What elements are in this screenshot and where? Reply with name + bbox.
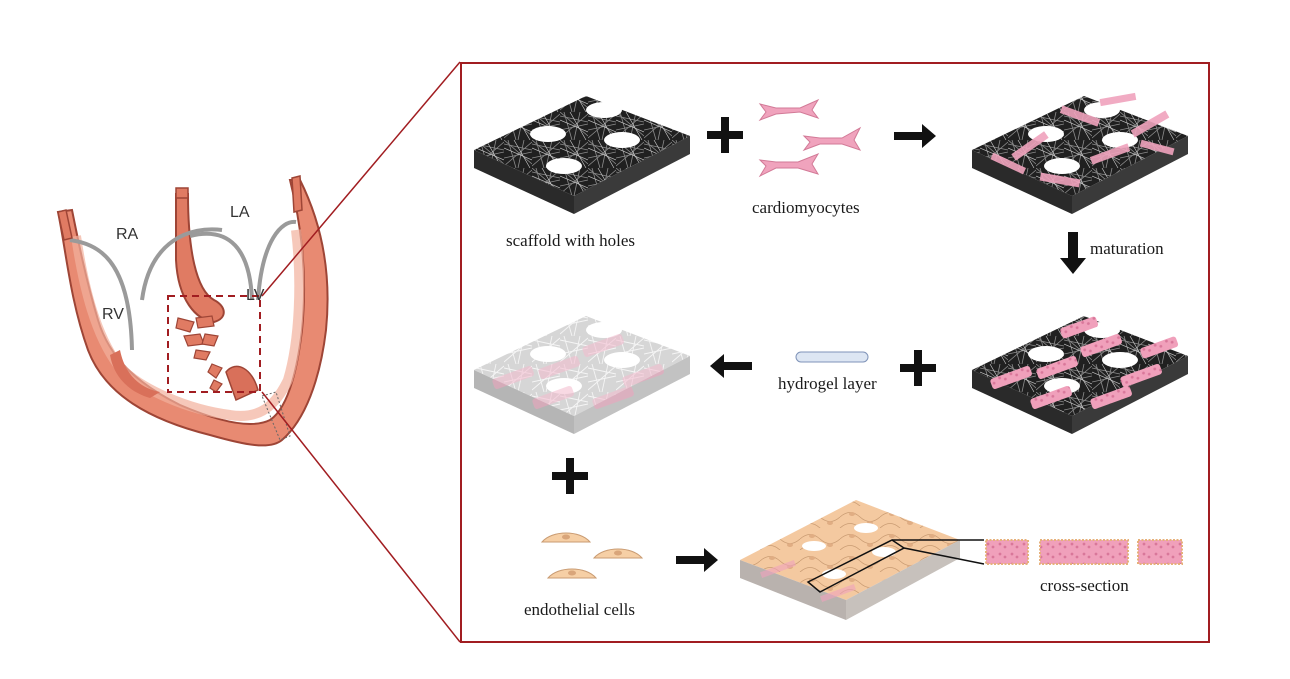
scaffold-with-hydrogel (474, 316, 690, 434)
label-cross-section: cross-section (1040, 576, 1129, 595)
zoom-line-bottom (261, 391, 461, 643)
zoom-line-top (261, 61, 461, 297)
cardiomyocyte-cells (758, 98, 862, 178)
scaffold-matured (972, 316, 1188, 434)
heart-illustration (56, 175, 329, 447)
process-panel-frame (460, 62, 1210, 643)
endothelial-cell-graphics (540, 532, 644, 579)
label-scaffold: scaffold with holes (506, 231, 636, 250)
zoom-region-box (167, 295, 261, 393)
arrow-right (676, 548, 718, 572)
arrow-right (894, 124, 936, 148)
label-rv: RV (102, 306, 124, 323)
plus-sign (552, 458, 588, 494)
plus-sign (900, 350, 936, 386)
trabeculae (175, 315, 223, 393)
label-maturation: maturation (1090, 239, 1164, 258)
label-hydrogel: hydrogel layer (778, 374, 877, 393)
cross-section-strips (985, 539, 1183, 565)
scaffold-with-holes (474, 96, 690, 214)
label-ra: RA (116, 226, 139, 243)
endothelialized-construct (740, 500, 985, 620)
label-lv: LV (246, 287, 265, 304)
hydrogel-layer-graphic (795, 351, 869, 363)
arrow-left (710, 354, 752, 378)
label-cardiomyocytes: cardiomyocytes (752, 198, 860, 217)
scaffold-with-cardiomyocytes (972, 92, 1188, 214)
arrow-down (1060, 232, 1086, 274)
label-endothelial: endothelial cells (524, 600, 635, 619)
label-la: LA (230, 204, 250, 221)
plus-sign (707, 117, 743, 153)
